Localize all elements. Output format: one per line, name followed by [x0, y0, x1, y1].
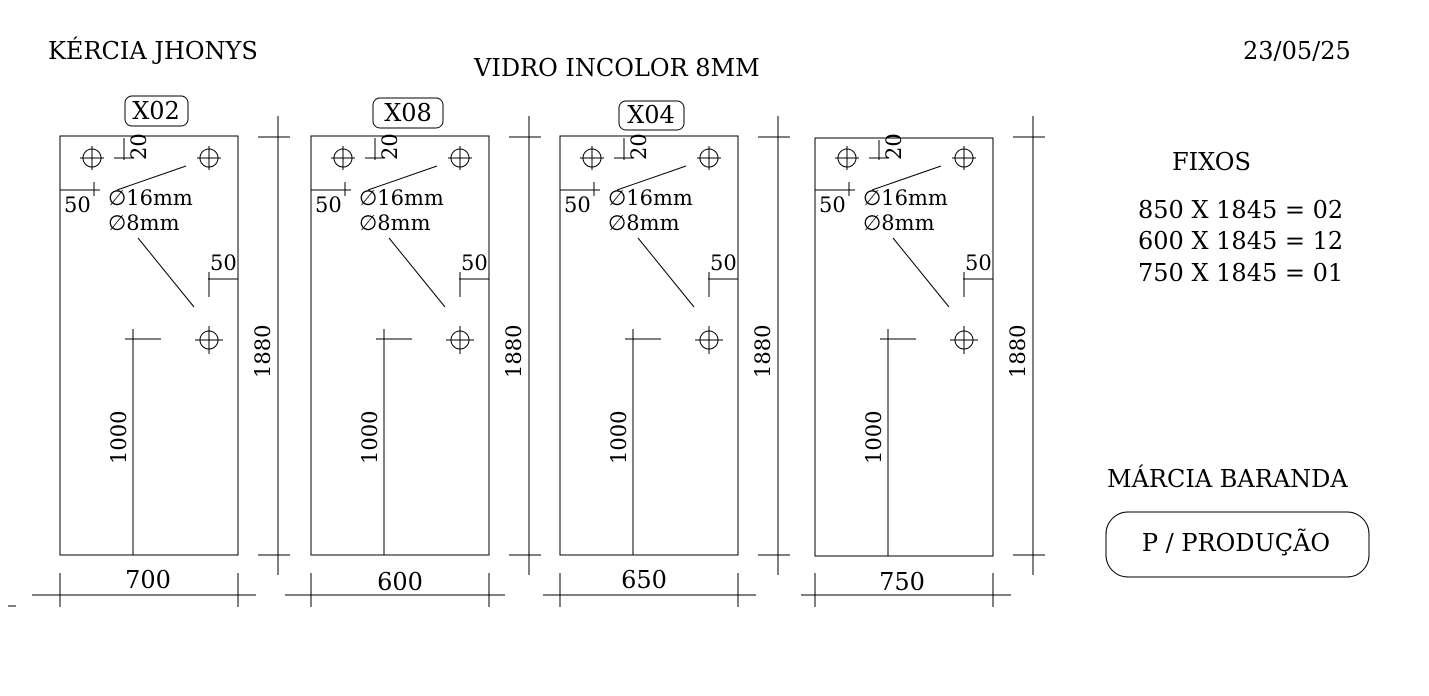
panel-width-label: 700	[125, 566, 171, 594]
door-height-label: 1000	[607, 411, 631, 464]
hole-icon	[80, 146, 104, 170]
leader-line	[116, 165, 187, 191]
hole-offset-label: 20	[882, 133, 906, 160]
fixos-item: 850 X 1845 = 02	[1138, 196, 1343, 224]
hole-small-label: ∅8mm	[108, 211, 180, 235]
hole-icon	[695, 326, 723, 354]
panel-outline	[559, 135, 739, 556]
drawing-date: 23/05/25	[1243, 37, 1351, 65]
panel-tag-box	[124, 95, 189, 127]
panel-tag-box	[618, 100, 685, 131]
side-offset-label: 50	[965, 251, 992, 275]
hole-large-label: ∅16mm	[863, 186, 948, 210]
hole-large-label: ∅16mm	[108, 186, 193, 210]
panel-tag: X02	[132, 97, 180, 125]
glass-panel: X08 20 50 ∅16mm ∅8mm 50 1000 1880	[285, 97, 541, 607]
panel-tag: X08	[384, 99, 432, 127]
leader-line	[616, 165, 687, 191]
hole-icon	[448, 146, 472, 170]
panel-height-label: 1880	[251, 325, 275, 378]
glass-panel: X02 20 50 ∅16mm ∅8mm 50 1000 1880	[32, 95, 290, 607]
edge-offset-label: 50	[564, 193, 591, 217]
leader-line	[871, 165, 942, 191]
designer-name: MÁRCIA BARANDA	[1107, 464, 1348, 493]
side-offset-label: 50	[710, 251, 737, 275]
hole-small-label: ∅8mm	[608, 211, 680, 235]
side-offset-label: 50	[461, 251, 488, 275]
leader-line	[637, 237, 695, 308]
door-height-label: 1000	[862, 411, 886, 464]
glass-panel: X04 20 50 ∅16mm ∅8mm 50 1000 1880	[543, 100, 790, 607]
panel-tag-box	[372, 97, 444, 129]
edge-offset-label: 50	[315, 193, 342, 217]
panel-height-label: 1880	[1006, 325, 1030, 378]
hole-offset-label: 20	[127, 133, 151, 160]
panel-outline	[310, 135, 490, 556]
hole-large-label: ∅16mm	[359, 186, 444, 210]
hole-icon	[580, 146, 604, 170]
side-offset-label: 50	[210, 251, 237, 275]
fixos-item: 600 X 1845 = 12	[1138, 227, 1343, 255]
hole-large-label: ∅16mm	[608, 186, 693, 210]
client-name: KÉRCIA JHONYS	[48, 36, 258, 65]
material-title: VIDRO INCOLOR 8MM	[473, 54, 760, 82]
hole-icon	[950, 326, 978, 354]
door-height-label: 1000	[358, 411, 382, 464]
leader-line	[367, 165, 438, 191]
panel-height-label: 1880	[751, 325, 775, 378]
panel-outline	[814, 137, 994, 557]
panel-width-label: 600	[377, 568, 423, 596]
leader-line	[388, 237, 446, 308]
hole-small-label: ∅8mm	[359, 211, 431, 235]
panel-tag: X04	[627, 101, 675, 129]
edge-offset-label: 50	[819, 193, 846, 217]
stamp-box	[1105, 511, 1370, 578]
hole-icon	[697, 146, 721, 170]
hole-icon	[197, 146, 221, 170]
glass-panel: 20 50 ∅16mm ∅8mm 50 1000 1880 750	[801, 116, 1045, 607]
hole-icon	[331, 146, 355, 170]
panel-width-label: 650	[621, 566, 667, 594]
stamp-label: P / PRODUÇÃO	[1142, 528, 1330, 557]
hole-small-label: ∅8mm	[863, 211, 935, 235]
edge-offset-label: 50	[64, 193, 91, 217]
door-height-label: 1000	[107, 411, 131, 464]
leader-line	[892, 237, 950, 308]
hole-icon	[446, 326, 474, 354]
leader-line	[137, 237, 195, 308]
panel-width-label: 750	[879, 568, 925, 596]
panel-outline	[59, 135, 239, 556]
fixos-item: 750 X 1845 = 01	[1138, 259, 1343, 287]
hole-offset-label: 20	[378, 133, 402, 160]
fixos-title: FIXOS	[1172, 148, 1251, 176]
panel-height-label: 1880	[502, 325, 526, 378]
hole-icon	[952, 146, 976, 170]
hole-offset-label: 20	[627, 133, 651, 160]
hole-icon	[195, 326, 223, 354]
hole-icon	[835, 146, 859, 170]
